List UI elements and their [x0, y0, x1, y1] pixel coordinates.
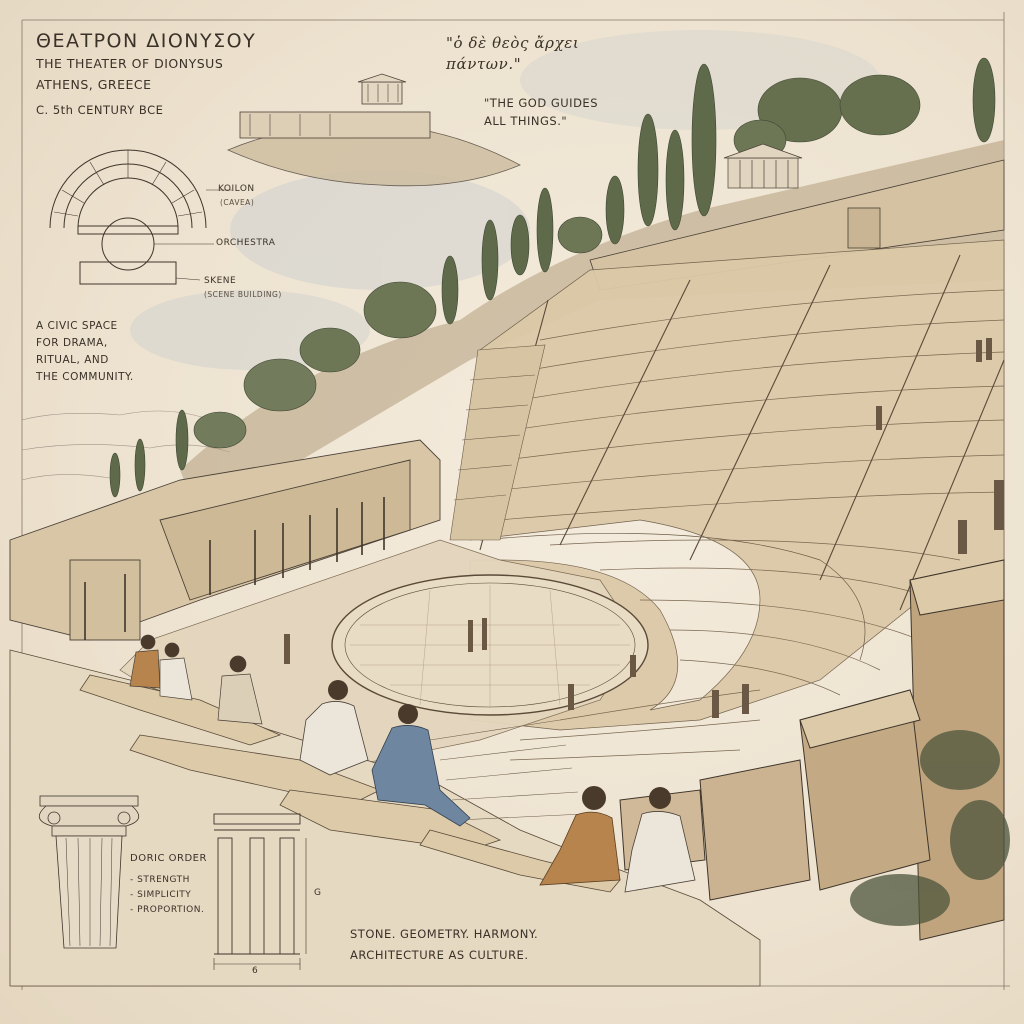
foreground-stairs: [429, 719, 585, 821]
quote-greek: "ὁ δὲ θεὸς ἄρχει πάντων.": [446, 34, 580, 73]
stair-aisles: [479, 254, 1005, 611]
dimension-height: G: [314, 888, 322, 898]
doric-capital-sketch: [38, 795, 140, 949]
label-koilon: KOILON: [218, 184, 255, 194]
seat-rows: [497, 289, 1005, 761]
label-skene-sub: (SCENE BUILDING): [204, 290, 282, 299]
doric-order-title: DORIC ORDER: [130, 853, 207, 864]
figures-small: [284, 338, 1004, 718]
hilltop-temple: [723, 143, 803, 189]
column-elevation-diagram: [213, 813, 307, 970]
quote-english: "THE GOD GUIDES ALL THINGS.": [484, 96, 598, 128]
left-stairs: [449, 344, 546, 541]
theater-plan-diagram: [49, 149, 232, 285]
date-text: C. 5th CENTURY BCE: [36, 103, 164, 117]
skene-building: [9, 439, 441, 641]
label-skene: SKENE: [204, 276, 237, 286]
shrubs-right: [850, 730, 1010, 926]
acropolis-sketch: [226, 73, 521, 187]
foreground-tiers: [9, 649, 761, 987]
orchestra-circle: [331, 574, 649, 716]
skene-columns: [84, 497, 385, 640]
civic-note: A CIVIC SPACE FOR DRAMA, RITUAL, AND THE…: [36, 320, 134, 383]
motto-line-1: STONE. GEOMETRY. HARMONY.: [350, 927, 539, 941]
trees: [109, 57, 996, 498]
dimension-width: 6: [252, 966, 259, 976]
figure-white-robe: [299, 680, 369, 776]
location-text: ATHENS, GREECE: [36, 77, 152, 92]
figure-blue-robe: [371, 704, 471, 827]
distant-landscape: [21, 410, 231, 481]
figure-ochre-robe: [539, 786, 621, 886]
doric-order-list: - STRENGTH - SIMPLICITY - PROPORTION.: [130, 875, 205, 915]
figure-white-seated: [624, 787, 696, 893]
label-orchestra: ORCHESTRA: [216, 238, 276, 248]
label-koilon-sub: (CAVEA): [220, 198, 255, 207]
motto-line-2: ARCHITECTURE AS CULTURE.: [350, 948, 529, 962]
figures-left-group: [129, 634, 263, 725]
title-greek: ΘΕΑΤΡΟΝ ΔΙΟΝΥΣΟΥ: [36, 30, 257, 52]
title-english: THE THEATER OF DIONYSUS: [36, 56, 224, 71]
